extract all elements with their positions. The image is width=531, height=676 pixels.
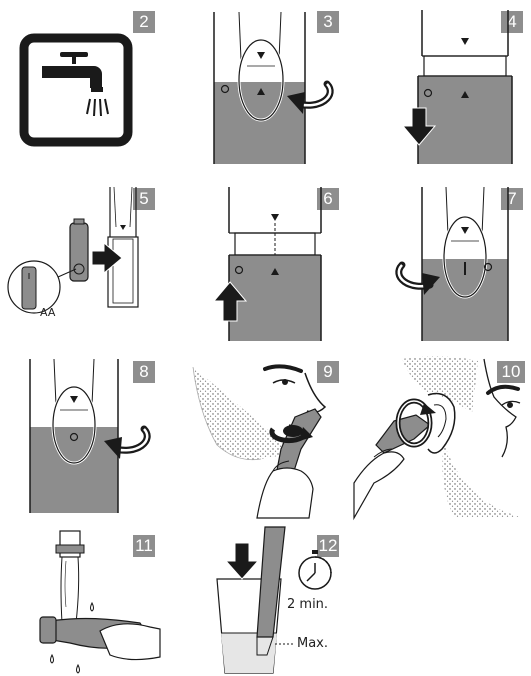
step-11-panel: 11 xyxy=(0,527,170,676)
step-10-badge: 10 xyxy=(497,361,525,383)
rotate-arrow-icon xyxy=(0,353,170,518)
step-12-panel: 12 2 min. Max. xyxy=(177,527,347,676)
step-9-panel: 9 xyxy=(177,353,347,518)
up-arrow-icon xyxy=(177,177,347,347)
rinse-illustration xyxy=(0,527,170,676)
step-5-panel: 5 AA xyxy=(0,177,170,347)
battery-type-label: AA xyxy=(40,306,55,319)
down-arrow-icon xyxy=(360,0,531,170)
step-8-panel: 8 xyxy=(0,353,170,518)
duration-label: 2 min. xyxy=(287,597,328,612)
step-6-panel: 6 xyxy=(177,177,347,347)
max-level-label: Max. xyxy=(297,636,328,651)
rotate-arrow-icon xyxy=(360,177,531,347)
step-3-panel: 3 xyxy=(177,0,347,170)
step-9-badge: 9 xyxy=(317,361,339,383)
rotate-arrow-icon xyxy=(177,0,347,170)
battery-insert-illustration xyxy=(0,177,170,347)
tap-icon xyxy=(0,0,170,170)
step-4-panel: 4 xyxy=(360,0,531,170)
step-10-panel: 10 xyxy=(354,353,531,518)
step-7-panel: 7 xyxy=(360,177,531,347)
step-2-panel: 2 xyxy=(0,0,170,170)
